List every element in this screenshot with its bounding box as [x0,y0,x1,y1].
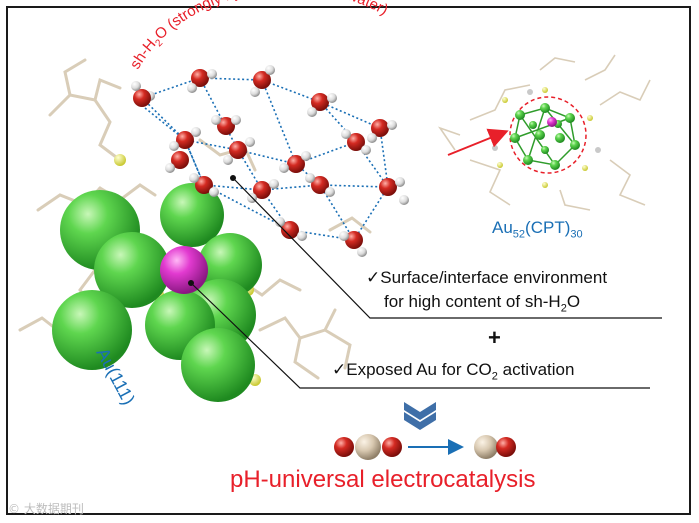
point1-line1: ✓Surface/interface environment [366,268,608,287]
point1-line2: for high content of sh-H2O [384,292,581,315]
co-molecule [474,435,516,459]
co2-molecule [334,434,402,460]
pointer-dot-water [230,175,236,181]
figure-title: pH-universal electrocatalysis [230,466,536,493]
exposed-au-atom [160,246,208,294]
point2-text: ✓Exposed Au for CO2 activation [332,360,575,383]
check-icon: ✓ [366,268,381,287]
sh-water-label: sh-H2O (strongly hydrogen-bonded water) [127,0,391,72]
pointer-lines [190,177,662,389]
plus-sign: + [488,325,501,350]
cluster-label: Au52(CPT)30 [492,218,583,241]
zoom-arrow [447,128,509,156]
check-icon: ✓ [332,360,347,379]
down-arrow-icon [404,402,436,430]
au111-surface [52,183,262,402]
au111-label: Au(111) [92,344,138,408]
pointer-dot-au [188,280,194,286]
au52-cluster [437,54,651,211]
watermark: © 大数据期刊 [8,502,84,516]
water-molecules [131,65,409,257]
